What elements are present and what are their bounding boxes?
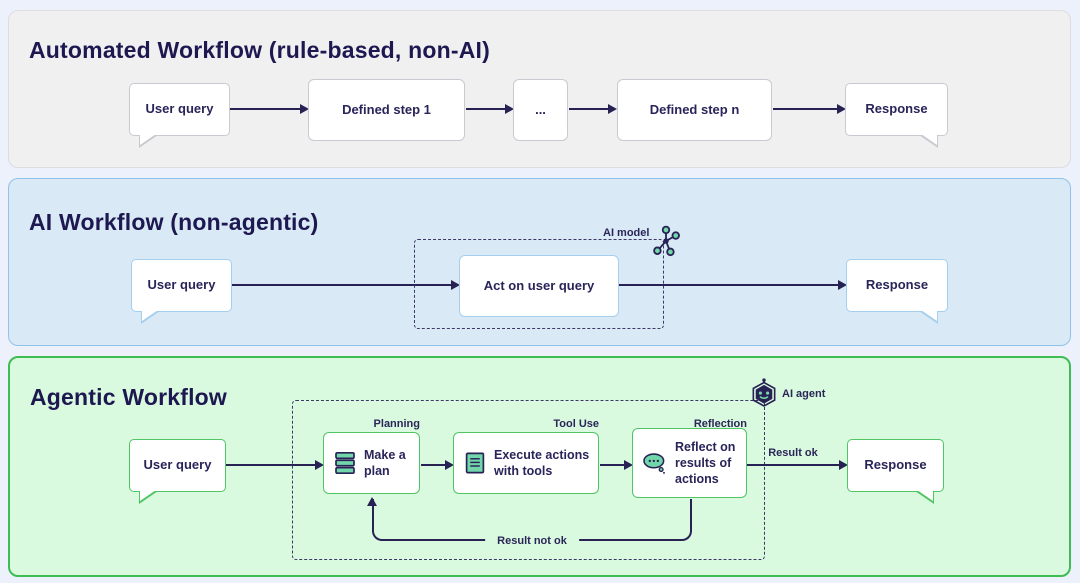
node-label: Defined step n (649, 101, 740, 117)
node-label: Make a plan (364, 447, 406, 478)
node-label: Response (864, 457, 927, 473)
arrow-step1-to-ellipsis (466, 104, 514, 114)
node-label: Response (865, 277, 929, 293)
node-user-query: User query (129, 439, 226, 504)
ai-agent-boundary (292, 400, 765, 560)
arrow-user-to-act (232, 280, 460, 290)
tool-use-label: Tool Use (553, 418, 599, 430)
arrow-plan-to-execute (421, 460, 454, 470)
node-label: Execute actions with tools (494, 447, 590, 478)
panel-title-agentic: Agentic Workflow (30, 384, 228, 410)
result-not-ok-loop: Result not ok (367, 497, 692, 547)
node-response: Response (847, 439, 944, 504)
node-ellipsis-steps: ... (513, 79, 568, 141)
node-execute-actions: Execute actions with tools (453, 432, 599, 494)
panel-agentic-workflow: Agentic Workflow User query AI agent Pla… (8, 356, 1071, 577)
node-reflect-on-results: Reflect on results of actions (632, 428, 747, 498)
node-response: Response (846, 259, 948, 324)
document-icon (465, 452, 485, 474)
node-label: User query (143, 457, 212, 473)
node-act-on-user-query: Act on user query (459, 255, 619, 317)
result-not-ok-label: Result not ok (485, 535, 579, 547)
layers-icon (335, 451, 355, 475)
node-label: ... (535, 101, 546, 117)
node-defined-step-1: Defined step 1 (308, 79, 465, 141)
molecule-network-icon (653, 225, 680, 257)
panel-title-automated: Automated Workflow (rule-based, non-AI) (29, 37, 490, 63)
node-label: User query (147, 277, 216, 293)
panel-automated-workflow: Automated Workflow (rule-based, non-AI) … (8, 10, 1071, 168)
arrow-act-to-response (619, 280, 847, 290)
node-user-query: User query (131, 259, 232, 324)
node-user-query: User query (129, 83, 230, 148)
arrow-user-to-step1 (230, 104, 309, 114)
thought-bubble-icon (643, 452, 665, 474)
node-label: User query (145, 101, 214, 117)
arrow-user-to-plan (226, 460, 324, 470)
result-ok-label: Result ok (768, 447, 818, 459)
node-response: Response (845, 83, 948, 148)
node-label: Defined step 1 (342, 101, 431, 117)
arrow-execute-to-reflect (600, 460, 633, 470)
ai-model-label: AI model (603, 227, 650, 239)
node-label: Act on user query (483, 277, 595, 293)
node-make-a-plan: Make a plan (323, 432, 420, 494)
node-label: Reflect on results of actions (675, 439, 736, 487)
planning-label: Planning (373, 418, 420, 430)
ai-agent-label: AI agent (782, 388, 826, 400)
node-label: Response (865, 101, 928, 117)
arrow-ellipsis-to-stepn (569, 104, 617, 114)
arrow-stepn-to-response (773, 104, 846, 114)
panel-title-ai: AI Workflow (non-agentic) (29, 209, 319, 235)
robot-hexagon-icon (752, 378, 776, 407)
arrow-reflect-to-response (747, 460, 848, 470)
node-defined-step-n: Defined step n (617, 79, 772, 141)
panel-ai-workflow: AI Workflow (non-agentic) User query AI … (8, 178, 1071, 346)
reflection-label: Reflection (693, 418, 747, 430)
